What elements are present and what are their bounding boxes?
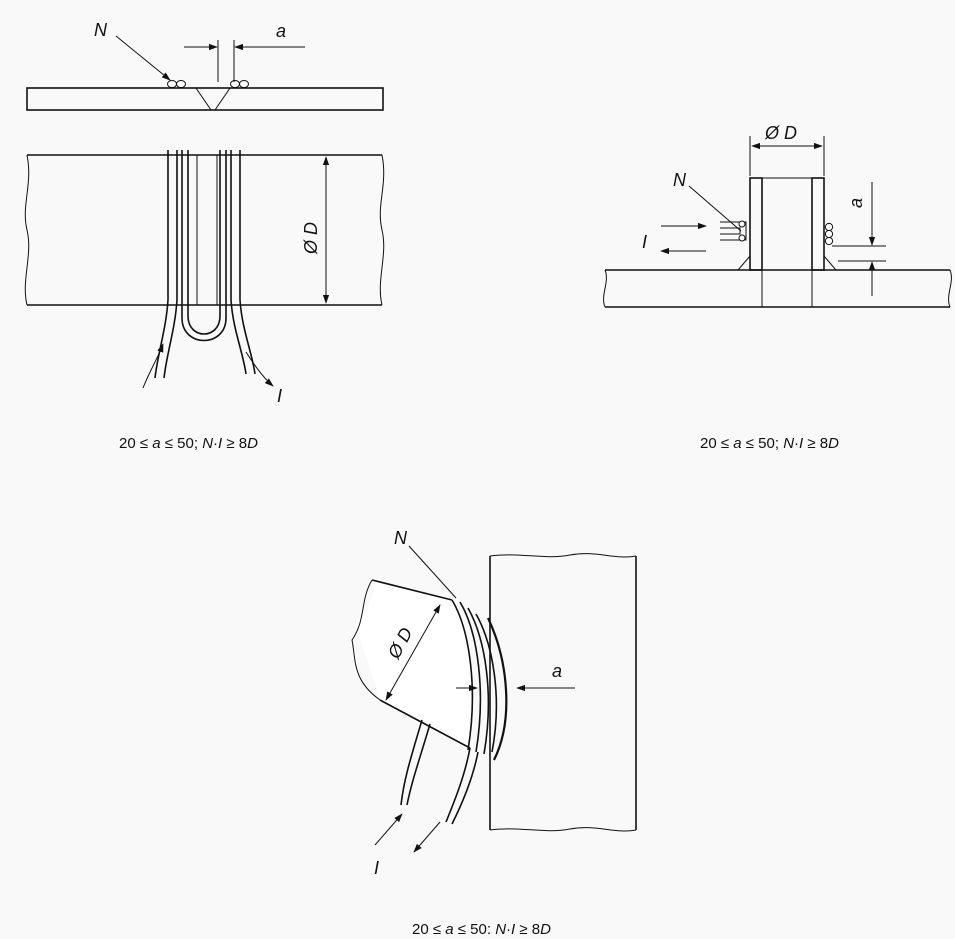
caption-nozzle: 20 ≤ a ≤ 50; N·I ≥ 8D — [700, 435, 839, 452]
break-line — [948, 269, 952, 308]
label-diameter: Ø D — [301, 222, 321, 255]
caption-butt-weld: 20 ≤ a ≤ 50; N·I ≥ 8D — [119, 435, 258, 452]
branch-top-edge — [371, 579, 453, 601]
label-n: N — [394, 528, 408, 548]
break-line — [603, 269, 607, 308]
branch-fill — [355, 580, 474, 748]
weld-section — [195, 87, 231, 111]
caption-branch: 20 ≤ a ≤ 50: N·I ≥ 8D — [412, 921, 551, 938]
nozzle-wall-right — [811, 177, 825, 271]
fillet-weld-right — [823, 254, 838, 271]
branch-bottom-edge — [379, 699, 471, 749]
n-leader — [408, 545, 457, 599]
figure-butt-weld: N a I Ø D 20 ≤ a ≤ 50; N·I ≥ 8D — [24, 20, 385, 452]
current-in-arrow — [374, 813, 403, 846]
plate-section — [26, 87, 384, 111]
nozzle-wall-left — [749, 177, 763, 271]
label-a: a — [276, 21, 286, 41]
break-line-left — [24, 154, 30, 306]
break-line-right — [379, 154, 385, 306]
current-out-arrow — [413, 821, 441, 853]
break-line-bottom — [489, 827, 637, 832]
current-out-arrow — [245, 351, 274, 387]
fillet-weld-left — [736, 254, 751, 271]
cable-sections-right — [230, 80, 249, 88]
label-diameter: Ø D — [764, 123, 797, 143]
label-i: I — [277, 386, 282, 406]
cable-sections-left — [167, 80, 186, 88]
label-a: a — [846, 198, 866, 208]
branch-break-line — [351, 579, 381, 701]
label-i: I — [642, 232, 647, 252]
weld-bead — [196, 154, 218, 306]
current-in-arrow — [142, 343, 164, 389]
label-a: a — [552, 661, 562, 681]
figure-branch: N Ø D a I 20 ≤ a ≤ 50: N·I ≥ 8D — [351, 528, 637, 938]
coil-left — [720, 220, 747, 242]
diameter-dimension — [385, 604, 441, 701]
n-leader — [115, 35, 171, 81]
figure-nozzle: N I Ø D a 20 ≤ a ≤ 50; N·I ≥ 8D — [603, 123, 952, 452]
cable-leads — [400, 719, 479, 825]
n-leader — [688, 185, 742, 232]
coil-right — [824, 222, 834, 246]
coil-wraps — [451, 599, 508, 761]
label-n: N — [94, 20, 108, 40]
cable-loop — [154, 150, 256, 379]
label-i: I — [374, 858, 379, 878]
label-n: N — [673, 170, 687, 190]
break-line-top — [489, 553, 637, 558]
